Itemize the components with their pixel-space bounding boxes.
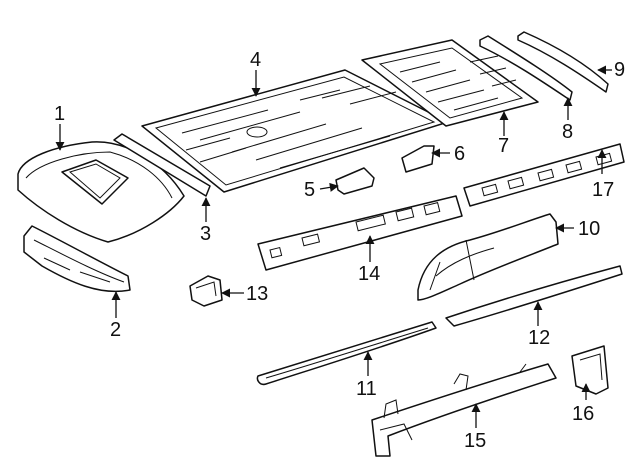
roof-side-rail-part [257, 195, 463, 271]
callout-14: 14 [358, 263, 380, 285]
callout-2: 2 [110, 319, 121, 341]
side-sill-assembly-part [371, 363, 557, 457]
callout-10: 10 [578, 218, 600, 240]
callout-3: 3 [200, 223, 211, 245]
callout-12: 12 [528, 327, 550, 349]
leader-5 [319, 182, 339, 192]
callout-13: 13 [246, 283, 268, 305]
quarter-inner-panel-part [417, 213, 559, 301]
callout-9: 9 [614, 59, 625, 81]
callout-15: 15 [464, 430, 486, 452]
rear-side-rail-part [463, 143, 625, 207]
callout-7: 7 [498, 135, 509, 157]
front-roof-sunroof-part [17, 141, 185, 243]
callout-labels: 1 2 3 4 5 6 7 8 9 10 11 12 13 14 15 16 1… [54, 49, 625, 452]
callout-1: 1 [54, 103, 65, 125]
callout-5: 5 [304, 179, 315, 201]
callout-16: 16 [572, 403, 594, 425]
rear-roof-panel-part [361, 39, 539, 127]
front-header-part [23, 225, 131, 293]
bracket-part-6 [401, 145, 435, 173]
callout-4: 4 [250, 49, 261, 71]
bracket-part-13 [189, 275, 223, 307]
roof-panel-part [141, 69, 449, 193]
roof-bow-part [113, 133, 211, 197]
callout-8: 8 [562, 121, 573, 143]
callout-17: 17 [592, 179, 614, 201]
bracket-part-5 [335, 167, 375, 195]
leader-lines [55, 65, 612, 428]
rear-header-part [517, 31, 609, 93]
quarter-extension-part [571, 345, 609, 395]
rear-rocker-part [445, 265, 623, 327]
rear-bow-part [479, 35, 573, 101]
callout-6: 6 [454, 143, 465, 165]
front-rocker-part [256, 321, 437, 386]
callout-11: 11 [356, 378, 377, 400]
